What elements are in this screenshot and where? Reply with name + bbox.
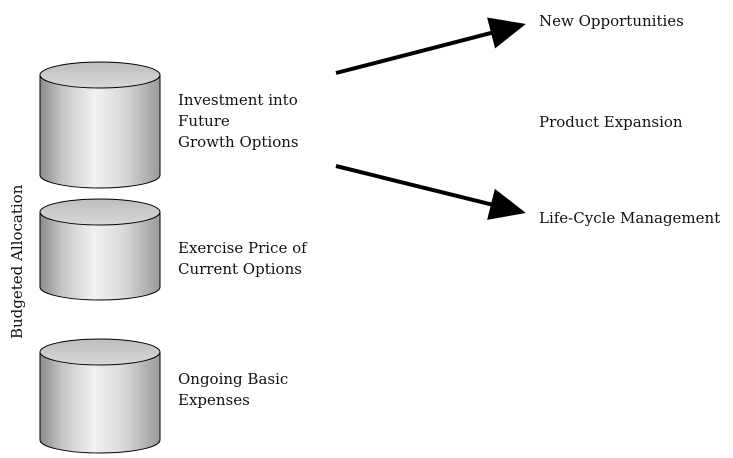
growth-options-line-2: Future [178, 112, 230, 130]
product-expansion-label: Product Expansion [539, 113, 683, 131]
basic-expenses-label: Ongoing Basic Expenses [178, 369, 288, 411]
growth-options-line-3: Growth Options [178, 133, 299, 151]
cylinder-current-options [39, 198, 161, 301]
basic-expenses-line-2: Expenses [178, 391, 250, 409]
current-options-line-2: Current Options [178, 260, 302, 278]
cylinder-basic-expenses [39, 338, 161, 454]
growth-options-line-1: Investment into [178, 91, 298, 109]
new-opportunities-label: New Opportunities [539, 12, 684, 30]
arrow-to-new-opportunities [335, 17, 526, 75]
current-options-line-1: Exercise Price of [178, 239, 307, 257]
budgeted-allocation-label: Budgeted Allocation [8, 184, 26, 339]
growth-options-label: Investment into Future Growth Options [178, 90, 299, 153]
current-options-label: Exercise Price of Current Options [178, 238, 307, 280]
arrow-to-life-cycle-management [335, 164, 526, 220]
life-cycle-management-label: Life-Cycle Management [539, 209, 721, 227]
cylinder-growth-options [39, 61, 161, 189]
basic-expenses-line-1: Ongoing Basic [178, 370, 289, 388]
